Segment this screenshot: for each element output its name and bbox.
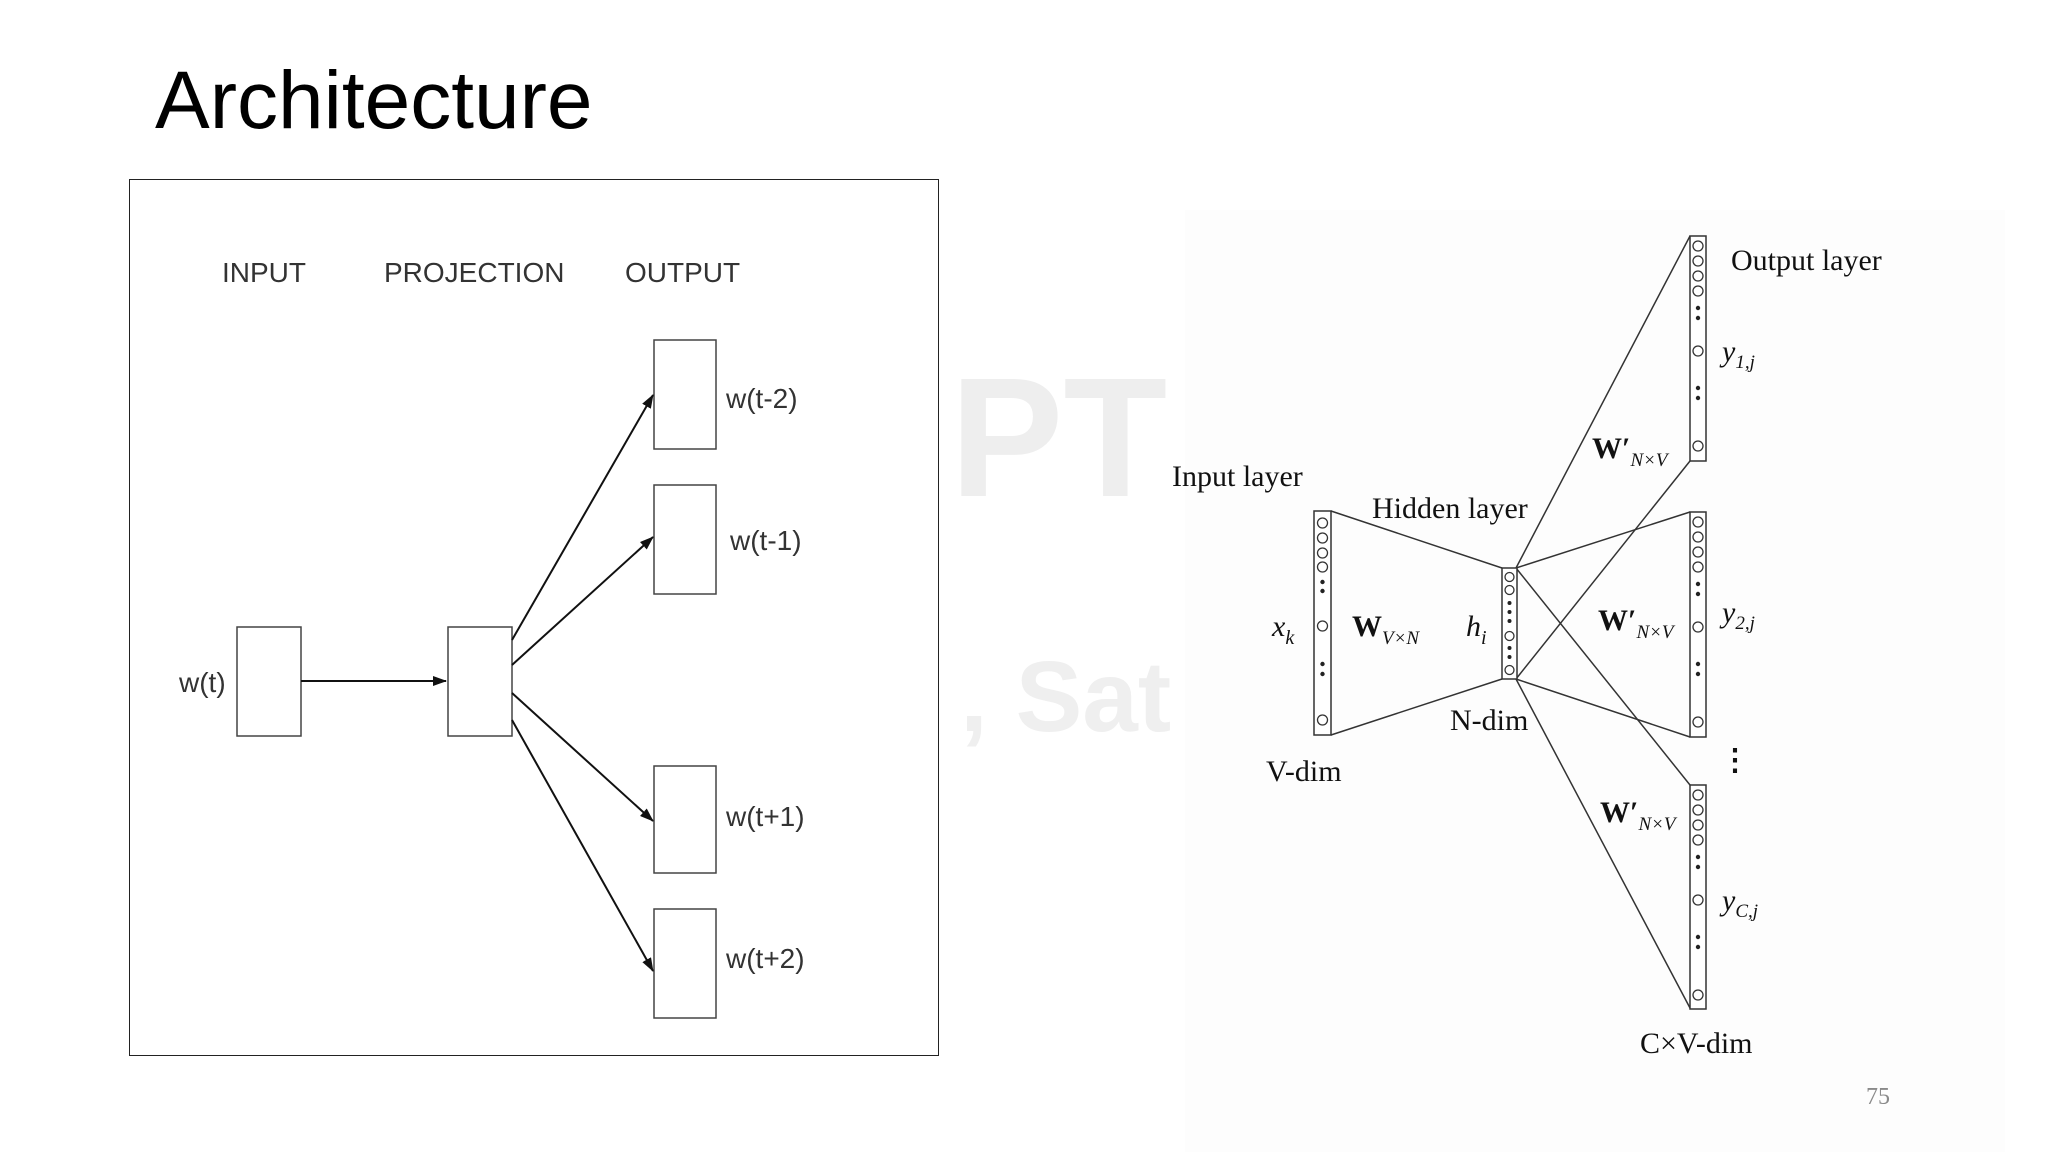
output-box-t-plus-1 [653,765,717,874]
page-number: 75 [1866,1084,1890,1110]
output-word-label: w(t-2) [725,383,798,414]
input-word-box [236,626,302,737]
projection-to-output-arrow [511,692,654,822]
input-word-label: w(t) [178,667,226,698]
projection-to-output-arrow [511,394,654,641]
skipgram-diagram: INPUT PROJECTION OUTPUT w(t) w(t-2) w(t-… [178,257,805,1019]
projection-to-output-arrow [511,719,654,972]
network-diagram-background [1185,210,2005,1152]
projection-to-output-arrow [511,536,654,666]
output-word-label: w(t+2) [725,943,805,974]
column-header-projection: PROJECTION [384,257,564,288]
output-word-label: w(t-1) [729,525,802,556]
output-word-label: w(t+1) [725,801,805,832]
output-box-t-minus-2 [653,339,717,450]
watermark-text: , Sat [960,641,1172,753]
column-header-output: OUTPUT [625,257,740,288]
output-box-t-minus-1 [653,484,717,595]
projection-box [447,626,513,737]
column-header-input: INPUT [222,257,306,288]
slide-title: Architecture [155,55,593,146]
output-box-t-plus-2 [653,908,717,1019]
skipgram-diagram-frame: INPUT PROJECTION OUTPUT w(t) w(t-2) w(t-… [129,179,939,1056]
